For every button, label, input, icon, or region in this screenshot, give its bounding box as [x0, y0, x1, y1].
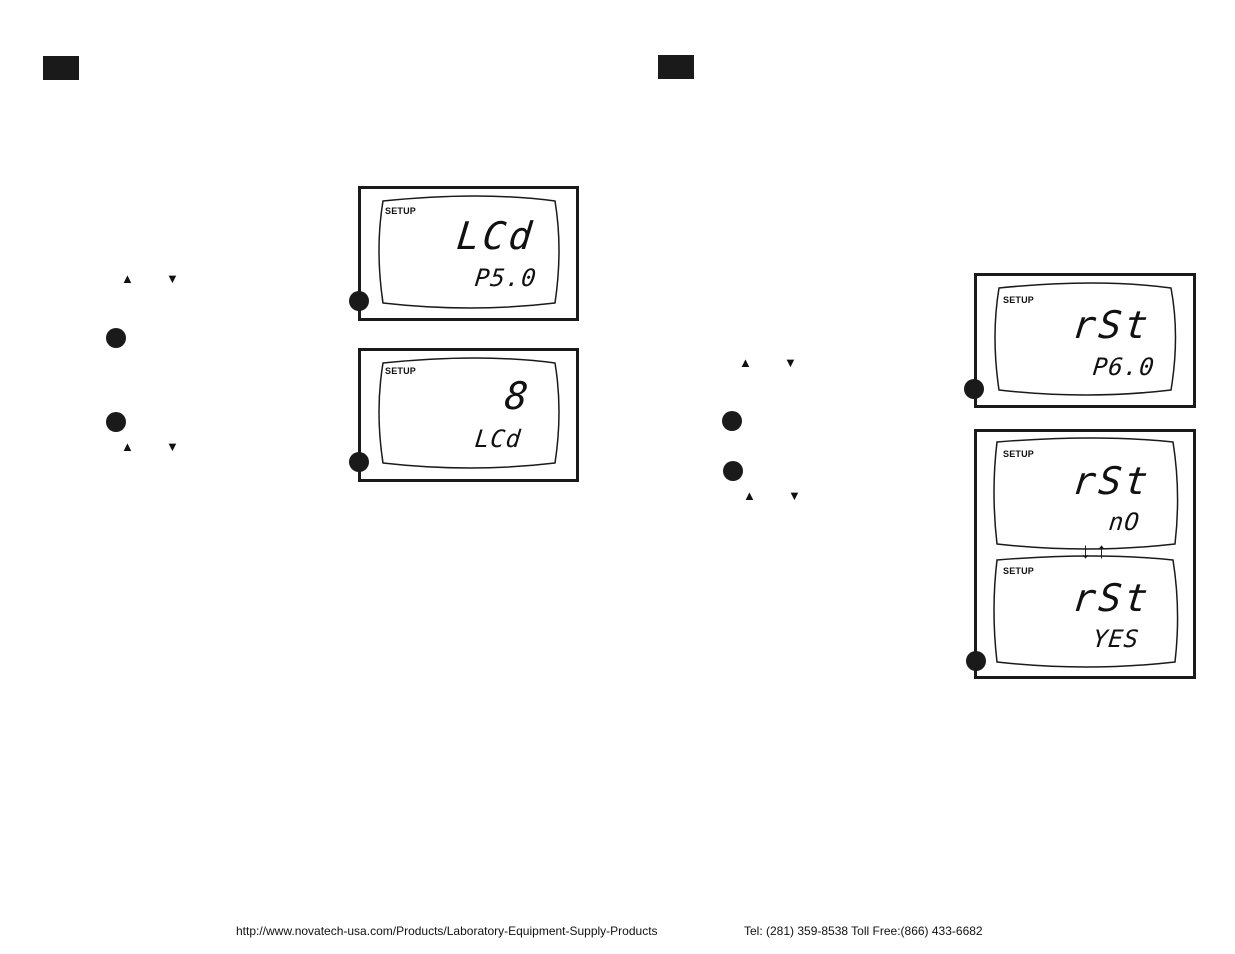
down-arrow-icon: ▼ [166, 439, 179, 454]
lcd-secondary-readout: YES [1091, 625, 1141, 653]
footer-phone: Tel: (281) 359-8538 Toll Free:(866) 433-… [744, 924, 983, 938]
lcd-secondary-readout: nO [1107, 508, 1142, 536]
lcd-secondary-readout: P5.0 [473, 264, 539, 292]
up-arrow-icon: ▲ [121, 439, 134, 454]
lcd-screen-outline [378, 195, 560, 309]
lcd-secondary-readout: LCd [473, 425, 523, 453]
lcd-secondary-readout: P6.0 [1091, 353, 1157, 381]
lcd-screen-outline [378, 357, 560, 469]
section-marker-left [43, 56, 79, 80]
lcd-main-readout: rSt [1070, 303, 1153, 347]
down-arrow-icon: ▼ [166, 271, 179, 286]
lcd-main-readout: rSt [1070, 576, 1153, 620]
setup-indicator: SETUP [1003, 449, 1035, 459]
lcd-main-readout: LCd [454, 214, 537, 258]
section-marker-right [658, 55, 694, 79]
lcd-display-panel: SETUP 8 LCd [358, 348, 579, 482]
lcd-display-panel: SETUP LCd P5.0 [358, 186, 579, 321]
lcd-screen-outline [994, 282, 1177, 396]
step-bullet [964, 379, 984, 399]
toggle-up-arrow-icon: ↑ [1096, 538, 1107, 563]
toggle-down-arrow-icon: ↓ [1080, 538, 1091, 563]
setup-indicator: SETUP [385, 366, 417, 376]
lcd-main-readout: rSt [1070, 459, 1153, 503]
up-arrow-icon: ▲ [739, 355, 752, 370]
step-bullet [722, 411, 742, 431]
step-bullet [106, 328, 126, 348]
step-bullet [349, 291, 369, 311]
up-arrow-icon: ▲ [121, 271, 134, 286]
lcd-screen-outline [993, 437, 1179, 668]
setup-indicator: SETUP [1003, 566, 1035, 576]
setup-indicator: SETUP [385, 206, 417, 216]
step-bullet [106, 412, 126, 432]
step-bullet [349, 452, 369, 472]
up-arrow-icon: ▲ [743, 488, 756, 503]
lcd-main-readout: 8 [502, 374, 534, 418]
footer-url: http://www.novatech-usa.com/Products/Lab… [236, 924, 658, 938]
lcd-display-panel: SETUP rSt nO ↓ ↑ SETUP rSt YES [974, 429, 1196, 679]
step-bullet [723, 461, 743, 481]
step-bullet [966, 651, 986, 671]
down-arrow-icon: ▼ [784, 355, 797, 370]
setup-indicator: SETUP [1003, 295, 1035, 305]
down-arrow-icon: ▼ [788, 488, 801, 503]
lcd-display-panel: SETUP rSt P6.0 [974, 273, 1196, 408]
